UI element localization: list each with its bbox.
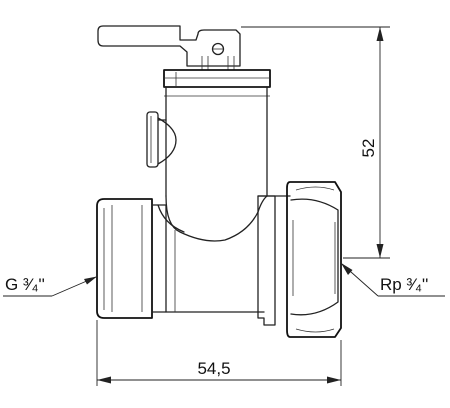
hex-nut-outlet: [257, 181, 342, 338]
height-dimension-label: 52: [359, 139, 378, 158]
width-dimension: 54,5: [96, 320, 342, 386]
width-dimension-label: 54,5: [197, 359, 230, 378]
lever-screw: [211, 42, 225, 56]
valve-body-column: [163, 86, 271, 197]
lever-handle: [97, 25, 241, 70]
outlet-thread-label: Rp ³⁄₄'': [380, 275, 428, 294]
height-dimension: 52: [241, 26, 390, 259]
inlet-thread-label: G ³⁄₄'': [5, 275, 45, 294]
cap-ring: [163, 69, 271, 88]
outlet-thread-callout: Rp ³⁄₄'': [341, 263, 445, 297]
drain-port: [146, 111, 177, 168]
inlet-thread-callout: G ³⁄₄'': [3, 275, 97, 297]
inlet-sleeve: [96, 195, 268, 319]
